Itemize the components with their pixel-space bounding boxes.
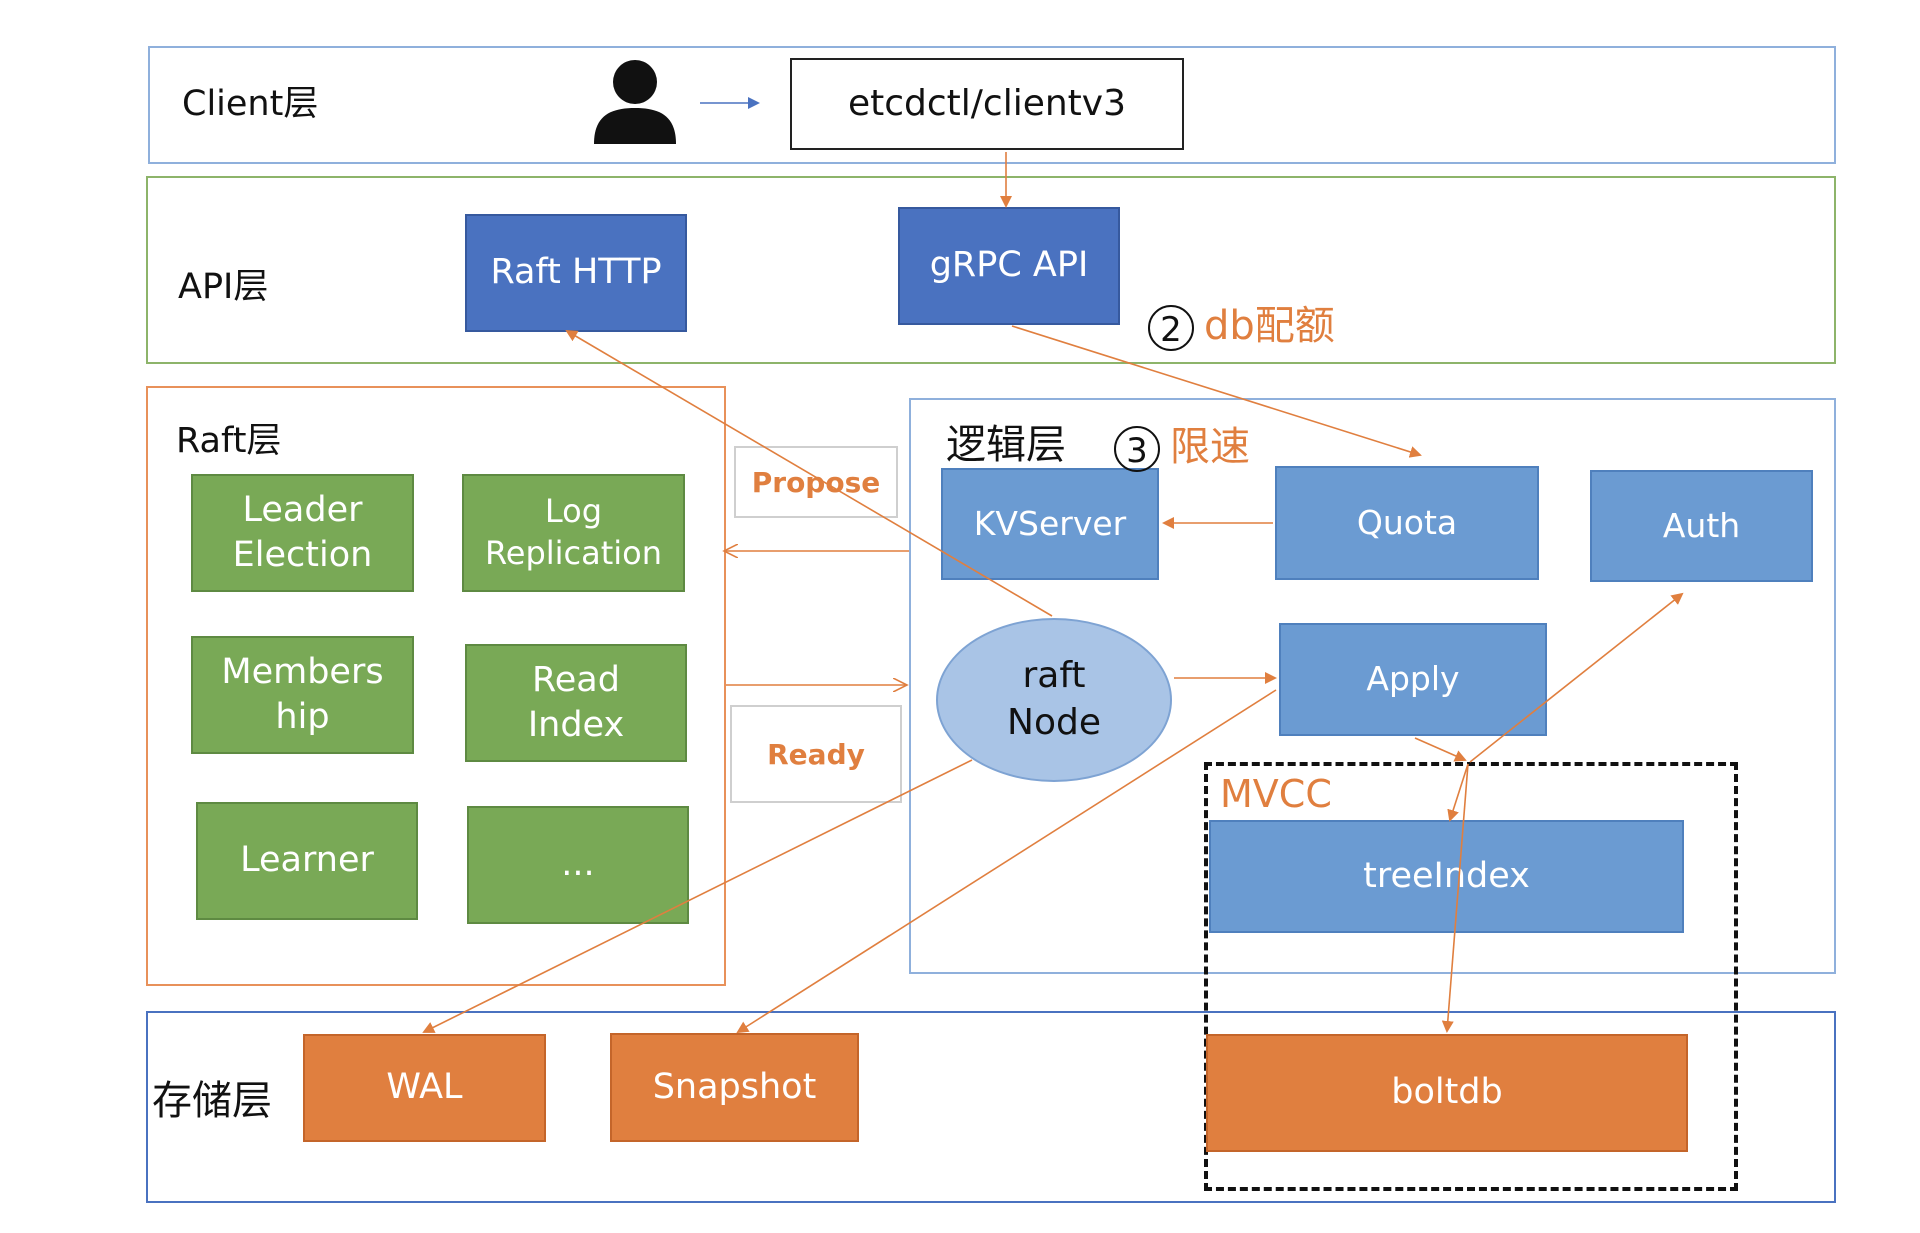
user-icon: [592, 58, 678, 146]
raftnode-to-rafthttp-arrow: [565, 329, 1053, 617]
logic-layer-label: 逻辑层: [946, 422, 1066, 468]
circled-number-3: 3: [1114, 426, 1160, 472]
read-index-box[interactable]: Read Index: [465, 644, 687, 762]
client-layer-label: Client层: [182, 84, 319, 124]
etcdctl-clientv3-box[interactable]: etcdctl/clientv3: [790, 58, 1184, 150]
raft-layer-label: Raft层: [176, 421, 282, 461]
logic-layer: [909, 398, 1836, 974]
learner-box[interactable]: Learner: [196, 802, 418, 920]
raft-node-ellipse[interactable]: raft Node: [936, 618, 1172, 782]
apply-box[interactable]: Apply: [1279, 623, 1547, 736]
leader-election-box[interactable]: Leader Election: [191, 474, 414, 592]
tree-index-box[interactable]: treeIndex: [1209, 820, 1684, 933]
grpc-to-quota-arrow: [1011, 325, 1422, 458]
api-layer-label: API层: [178, 267, 269, 307]
mvcc-to-boltdb-arrow: [1441, 763, 1469, 1033]
circled-number-2: 2: [1148, 305, 1194, 351]
quota-box[interactable]: Quota: [1275, 466, 1539, 580]
mvcc-to-auth-arrow: [1469, 592, 1684, 763]
snapshot-box[interactable]: Snapshot: [610, 1033, 859, 1142]
auth-box[interactable]: Auth: [1590, 470, 1813, 582]
more-modules-box[interactable]: ...: [467, 806, 689, 924]
storage-layer: [146, 1011, 1836, 1203]
api-layer: [146, 176, 1836, 364]
apply-to-mvcc-arrow: [1414, 737, 1467, 762]
kvserver-box[interactable]: KVServer: [941, 468, 1159, 580]
wal-box[interactable]: WAL: [303, 1034, 546, 1142]
raft-http-box[interactable]: Raft HTTP: [465, 214, 687, 332]
membership-box[interactable]: Members hip: [191, 636, 414, 754]
mvcc-to-treeindex-arrow: [1447, 763, 1469, 822]
grpc-api-box[interactable]: gRPC API: [898, 207, 1120, 325]
raftnode-to-wal-arrow: [422, 759, 973, 1033]
mvcc-label: MVCC: [1220, 772, 1332, 816]
log-replication-box[interactable]: Log Replication: [462, 474, 685, 592]
apply-to-snapshot-arrow: [736, 689, 1277, 1034]
mvcc-boundary: [1204, 762, 1738, 1191]
storage-layer-label: 存储层: [152, 1078, 272, 1124]
propose-label: Propose: [734, 446, 898, 518]
client-layer: [148, 46, 1836, 164]
raft-layer: [146, 386, 726, 986]
boltdb-box[interactable]: boltdb: [1206, 1034, 1688, 1152]
ready-label: Ready: [730, 705, 902, 803]
